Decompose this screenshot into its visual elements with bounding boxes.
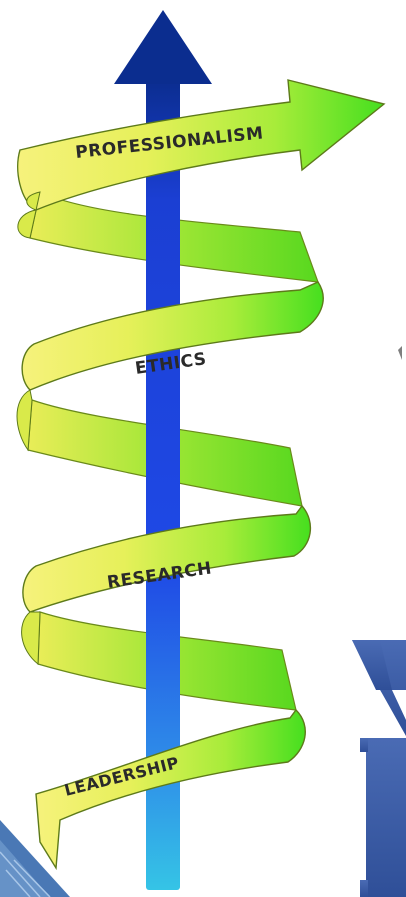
shaft-body bbox=[146, 78, 180, 890]
ribbon-front-segments bbox=[16, 79, 386, 871]
logo-letter-v-left bbox=[352, 640, 392, 690]
logo-letter-block bbox=[366, 738, 406, 897]
ribbon-curl-3 bbox=[21, 611, 41, 665]
arrow-shaft bbox=[114, 10, 212, 890]
ribbon-front-4 bbox=[35, 708, 306, 871]
brand-logo-fragment bbox=[352, 640, 406, 897]
bottom-left-texture bbox=[0, 820, 70, 897]
ribbon-curl-1 bbox=[17, 191, 41, 239]
small-mark bbox=[398, 346, 402, 360]
ribbon-curl-2 bbox=[16, 389, 33, 452]
shaft-arrowhead-icon bbox=[114, 10, 212, 84]
